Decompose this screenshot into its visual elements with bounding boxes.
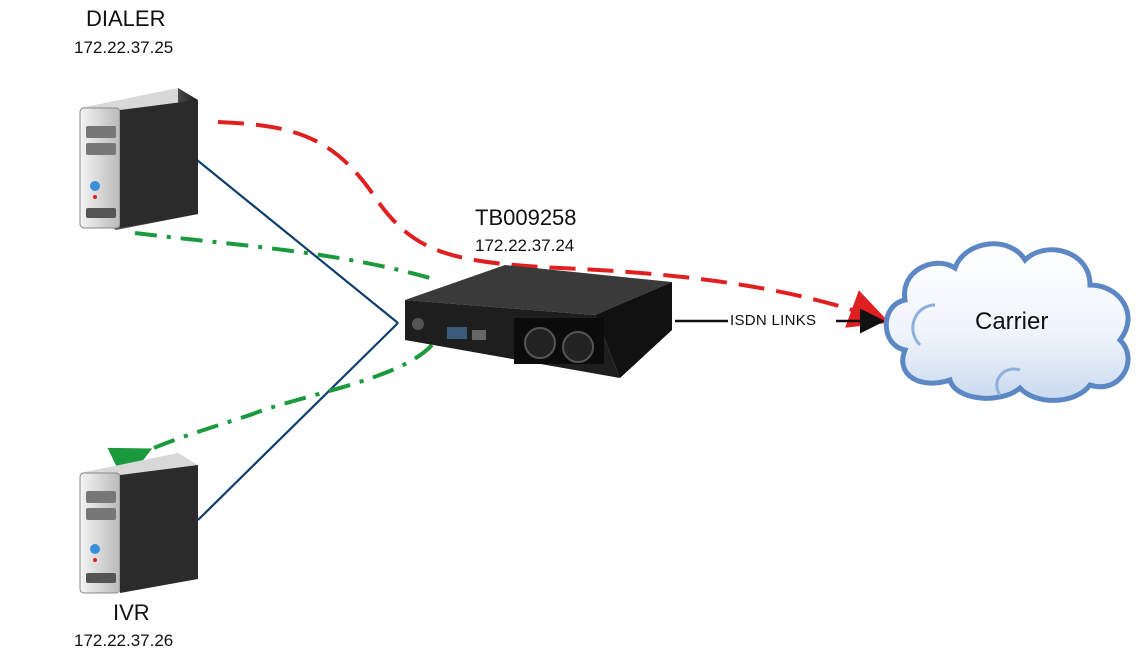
dialer-name-label: DIALER: [86, 6, 166, 31]
dialer-network-link: [196, 159, 399, 324]
dialer-server-icon: [79, 88, 198, 230]
gateway-ip-label: 172.22.37.24: [475, 236, 575, 255]
network-links: [196, 159, 399, 521]
carrier-label: Carrier: [975, 308, 1049, 335]
ivr-flows: [107, 231, 434, 484]
dialer-ip-label: 172.22.37.25: [74, 38, 174, 57]
dialer-to-carrier-flow: [217, 120, 890, 328]
isdn-links-label: ISDN LINKS: [728, 312, 819, 329]
ivr-network-link: [197, 322, 399, 521]
ivr-name-label: IVR: [113, 600, 150, 625]
gateway-device-icon: [405, 265, 672, 378]
ivr-ip-label: 172.22.37.26: [74, 631, 174, 650]
gateway-to-ivr-flow: [107, 343, 434, 484]
dialer-to-gateway-flow: [134, 231, 431, 280]
cloud-icon: [883, 241, 1131, 403]
ivr-server-icon: [79, 453, 198, 594]
gateway-name-label: TB009258: [475, 205, 577, 230]
